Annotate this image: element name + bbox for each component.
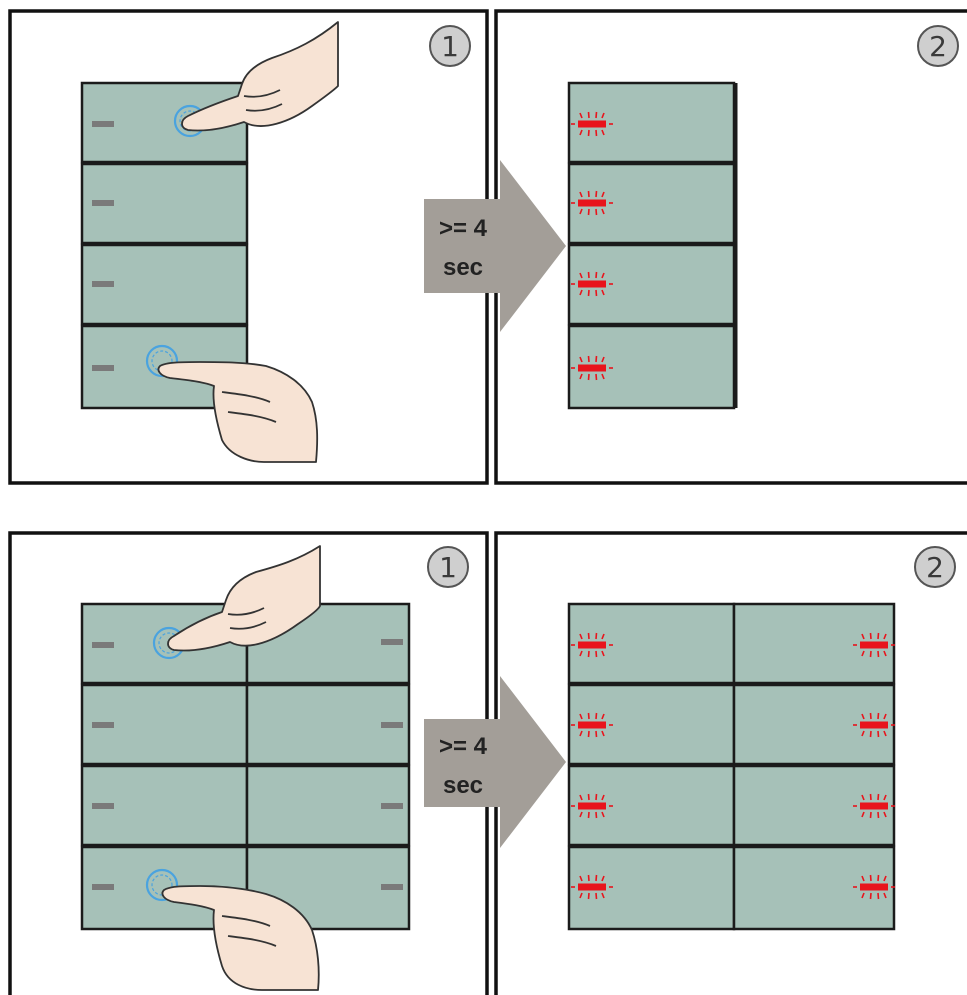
row-single-column: 1 2 bbox=[10, 11, 967, 483]
led-off bbox=[92, 121, 114, 127]
switch-plate-double-blinking bbox=[569, 604, 895, 929]
step1-number: 1 bbox=[439, 551, 457, 584]
led-off bbox=[381, 803, 403, 809]
led-off bbox=[381, 884, 403, 890]
step2-badge: 2 bbox=[918, 26, 958, 66]
arrow-label-unit: sec bbox=[443, 254, 483, 281]
step2-number: 2 bbox=[926, 551, 944, 584]
row-double-column: 1 bbox=[10, 533, 967, 995]
switch-plate-single-blinking bbox=[569, 83, 736, 408]
step1-number: 1 bbox=[441, 30, 459, 63]
step2-badge: 2 bbox=[915, 547, 955, 587]
led-off bbox=[92, 722, 114, 728]
arrow-label-duration: >= 4 bbox=[439, 215, 488, 242]
led-off bbox=[92, 281, 114, 287]
led-off bbox=[92, 642, 114, 648]
arrow-label-duration: >= 4 bbox=[439, 733, 488, 760]
led-off bbox=[381, 722, 403, 728]
switch-plate-single bbox=[82, 83, 247, 408]
step1-badge: 1 bbox=[428, 547, 468, 587]
step2-number: 2 bbox=[929, 30, 947, 63]
led-off bbox=[92, 200, 114, 206]
led-off bbox=[92, 884, 114, 890]
led-off bbox=[381, 639, 403, 645]
led-off bbox=[92, 803, 114, 809]
switch-plate-double bbox=[82, 604, 409, 929]
step1-badge: 1 bbox=[430, 26, 470, 66]
arrow-label-unit: sec bbox=[443, 772, 483, 799]
led-off bbox=[92, 365, 114, 371]
